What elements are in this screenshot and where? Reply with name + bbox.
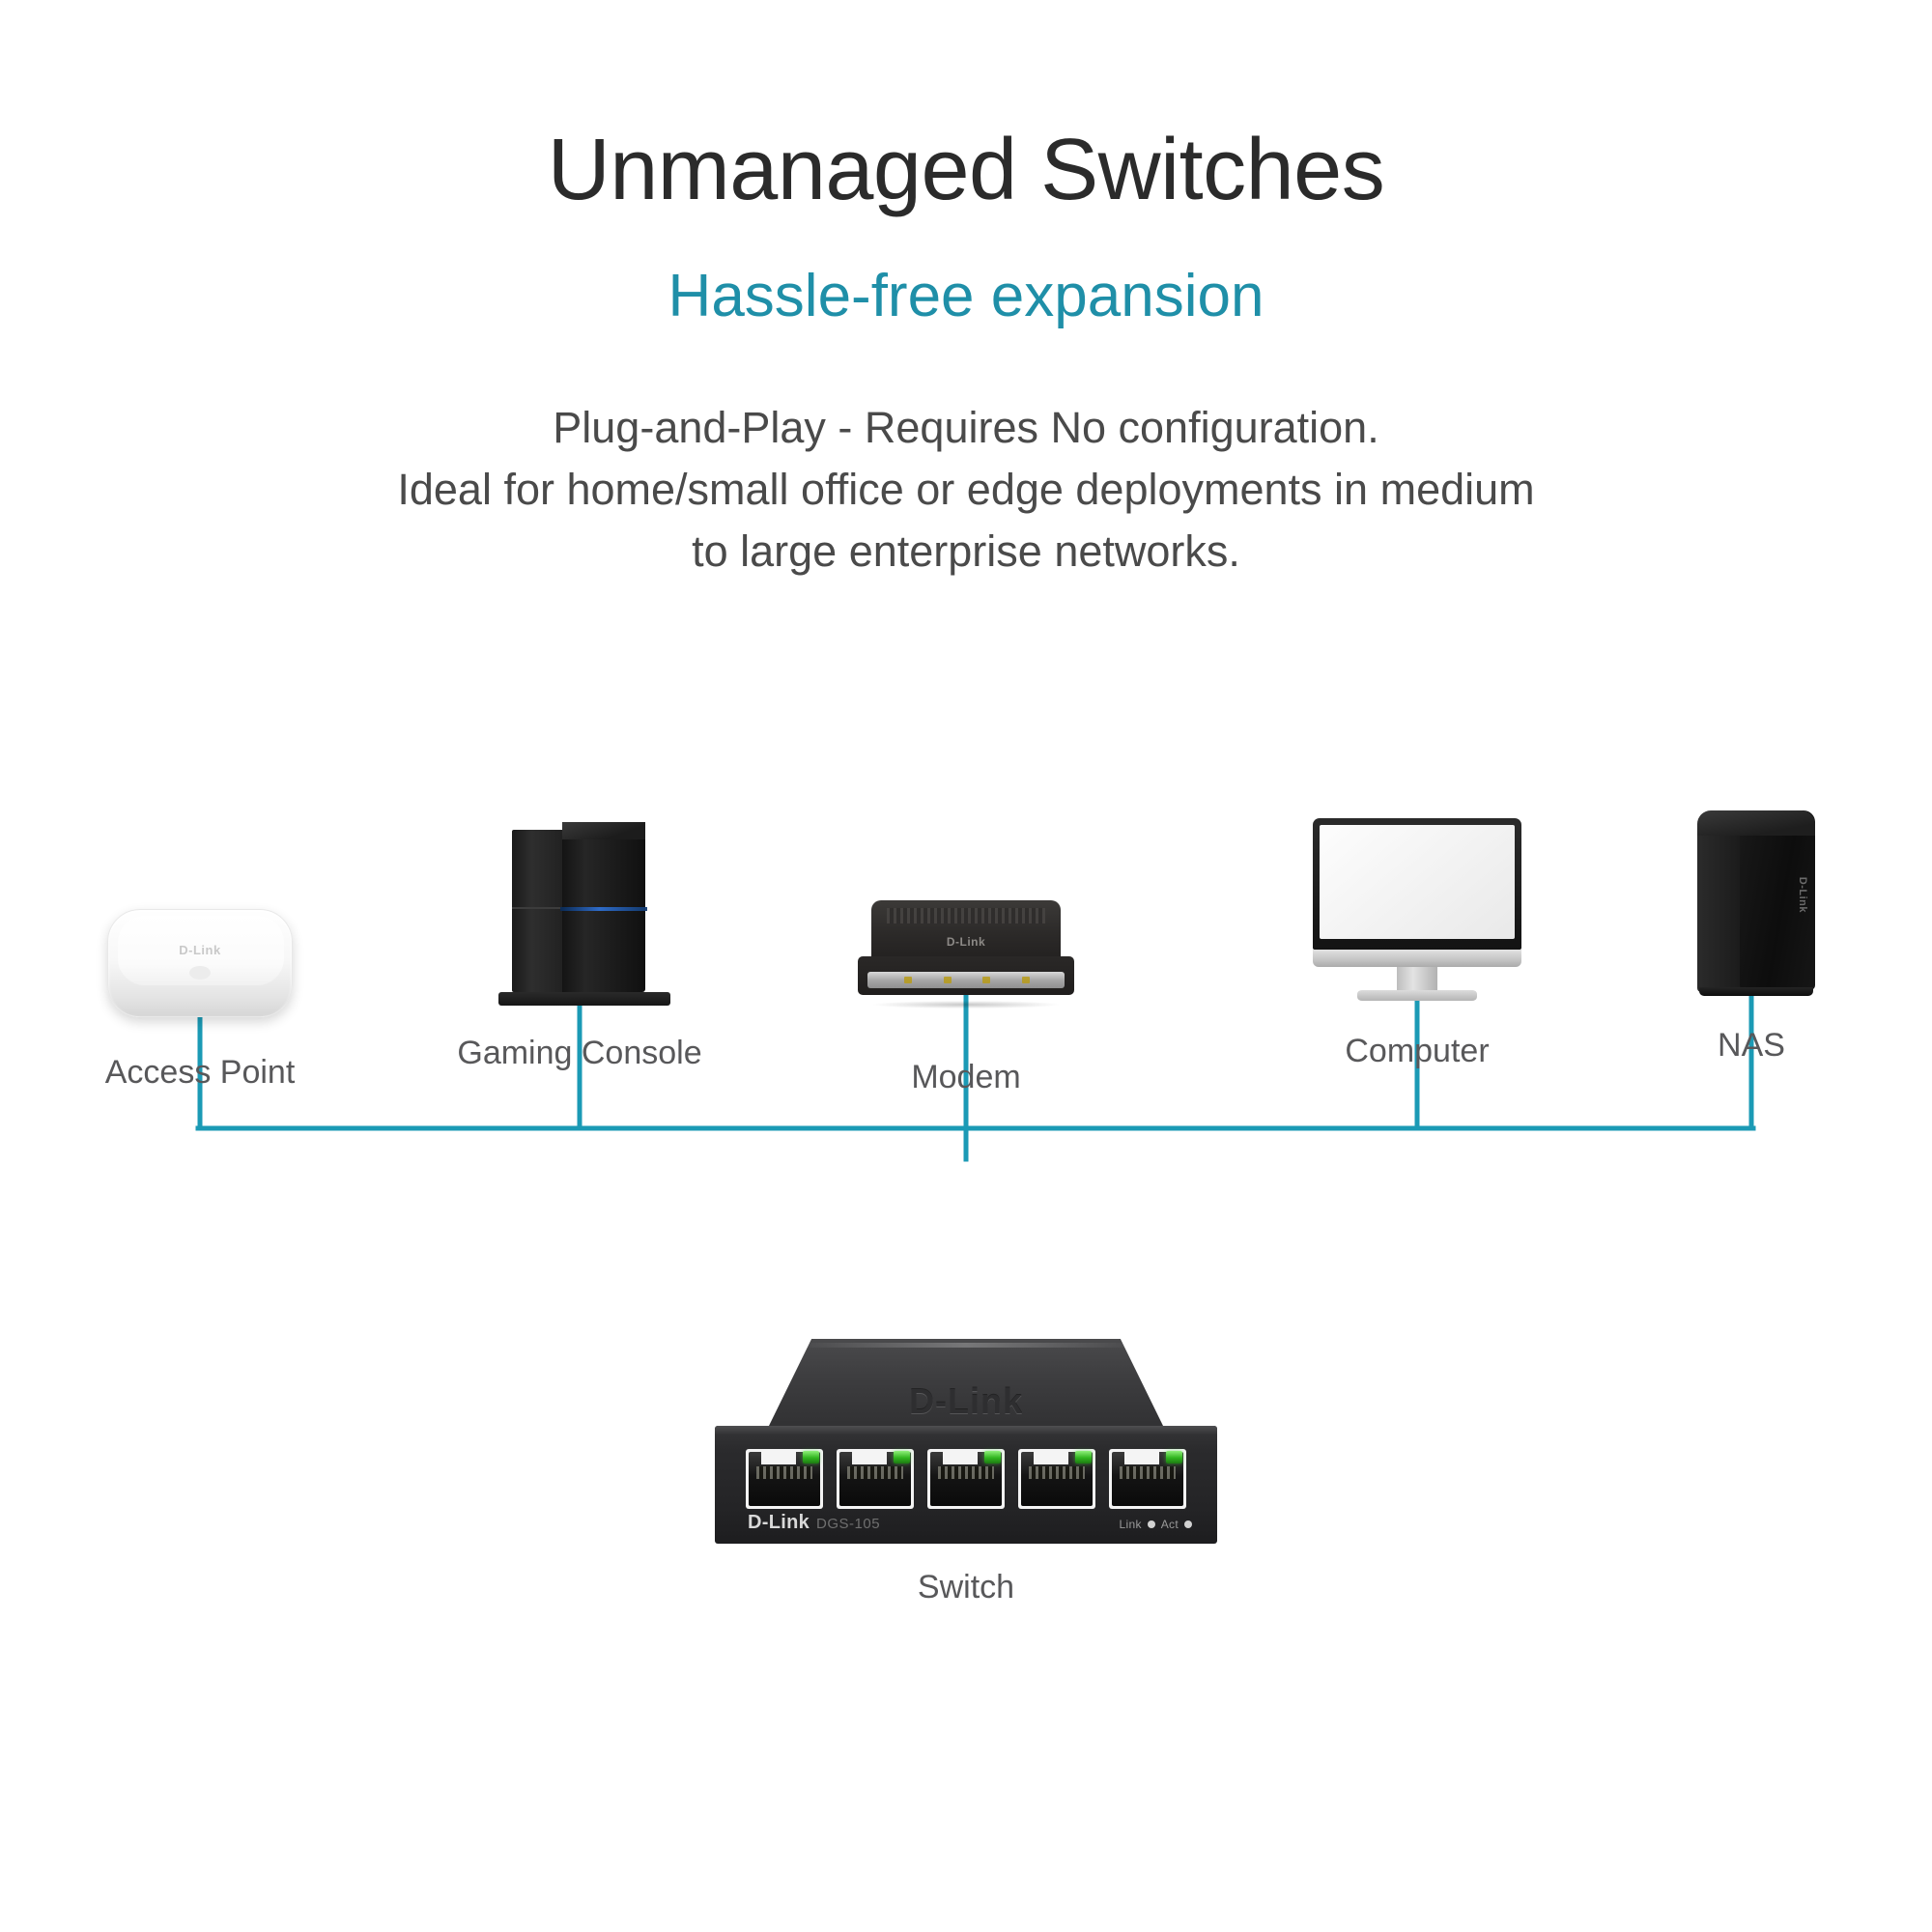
modem-front-panel [858,956,1074,995]
rj45-port[interactable] [927,1449,1005,1509]
page-title: Unmanaged Switches [547,122,1385,218]
monitor-bezel [1313,818,1521,950]
nas-body: D-Link [1697,807,1815,996]
modem-icon: D-Link [840,836,1092,1043]
switch-brand-text: D-Link [748,1512,810,1533]
nas-front-panel [1740,810,1815,990]
legend-act-dot-icon [1184,1520,1192,1528]
access-point-led [189,966,211,980]
device-label-switch: Switch [917,1569,1015,1605]
description-paragraph: Plug-and-Play - Requires No configuratio… [0,397,1932,582]
switch-top-face [768,1339,1164,1428]
rj45-tab-slot [852,1452,887,1464]
rj45-pins [1120,1466,1176,1479]
console-seam [512,907,562,909]
rj45-pins [756,1466,812,1479]
device-label-nas: NAS [1718,1027,1785,1064]
access-point-body: D-Link [107,909,293,1017]
legend-act-label: Act [1160,1518,1179,1531]
modem-led [943,977,952,983]
switch-front-panel: D-Link DGS-105 Link Act [715,1426,1217,1544]
monitor-body [1313,818,1521,1002]
legend-link-dot-icon [1147,1520,1155,1528]
network-diagram: D-Link Access Point Gaming Console [0,810,1932,1690]
rj45-pins [938,1466,994,1479]
rj45-tab-slot [1034,1452,1068,1464]
rj45-tab-slot [1124,1452,1159,1464]
switch-top-logo: D-Link [909,1381,1023,1421]
rj45-port-cavity [930,1452,1002,1506]
monitor-chin [1313,950,1521,967]
nas-side-panel [1697,820,1742,992]
access-point-brand: D-Link [179,943,221,957]
modem-led [1021,977,1030,983]
switch-front-lip [715,1426,1217,1435]
modem-led [982,977,991,983]
port-link-led [1166,1451,1182,1463]
device-label-computer: Computer [1345,1033,1490,1069]
description-line-3: to large enterprise networks. [692,526,1240,577]
switch-icon: D-Link [715,1339,1217,1544]
modem-top-shell: D-Link [871,900,1061,960]
rj45-port[interactable] [837,1449,914,1509]
device-label-access-point: Access Point [104,1054,296,1091]
port-link-led [803,1451,819,1463]
console-left-panel [512,830,562,992]
rj45-tab-slot [761,1452,796,1464]
page-subtitle: Hassle-free expansion [668,263,1264,330]
console-top-bevel [562,822,645,839]
rj45-tab-slot [943,1452,978,1464]
description-line-1: Plug-and-Play - Requires No configuratio… [553,403,1379,453]
gaming-console-body [498,822,670,1006]
monitor-stand-neck [1397,967,1437,992]
modem-leds [904,977,1030,983]
rj45-pins [1029,1466,1085,1479]
description-line-2: Ideal for home/small office or edge depl… [397,465,1535,515]
rj45-port[interactable] [746,1449,823,1509]
port-link-led [894,1451,910,1463]
device-switch: D-Link [715,1339,1217,1606]
rj45-port[interactable] [1018,1449,1095,1509]
modem-indicator-strip [867,972,1065,988]
device-access-point: D-Link Access Point [74,831,326,1092]
nas-base [1699,987,1813,996]
monitor-screen [1320,825,1515,939]
device-label-modem: Modem [911,1059,1021,1095]
legend-link-label: Link [1119,1518,1142,1531]
rj45-pins [847,1466,903,1479]
device-modem: D-Link Mod [840,836,1092,1096]
device-gaming-console: Gaming Console [454,811,705,1072]
console-stand [498,992,670,1006]
nas-brand: D-Link [1797,876,1808,913]
rj45-port-cavity [1112,1452,1183,1506]
console-light-bar [560,907,647,911]
rj45-port[interactable] [1109,1449,1186,1509]
device-nas: D-Link NAS [1626,804,1877,1065]
switch-brand: D-Link DGS-105 [748,1512,880,1534]
modem-shadow [873,1001,1059,1009]
device-label-gaming-console: Gaming Console [457,1035,702,1071]
modem-vents [887,908,1045,923]
gaming-console-icon [454,811,705,1019]
nas-icon: D-Link [1626,804,1877,1011]
nas-top-cap [1697,810,1815,836]
port-link-led [1075,1451,1092,1463]
switch-model-text: DGS-105 [816,1516,881,1532]
modem-body: D-Link [858,900,1074,1009]
switch-port-row [746,1449,1186,1509]
device-computer: Computer [1292,810,1543,1070]
modem-led [904,977,912,983]
header-block: Unmanaged Switches Hassle-free expansion… [0,122,1932,582]
modem-brand: D-Link [946,935,986,949]
switch-top-highlight [792,1343,1140,1348]
port-link-led [984,1451,1001,1463]
switch-led-legend: Link Act [1120,1518,1192,1531]
monitor-stand-foot [1357,990,1477,1001]
access-point-icon: D-Link [74,831,326,1038]
computer-monitor-icon [1292,810,1543,1017]
